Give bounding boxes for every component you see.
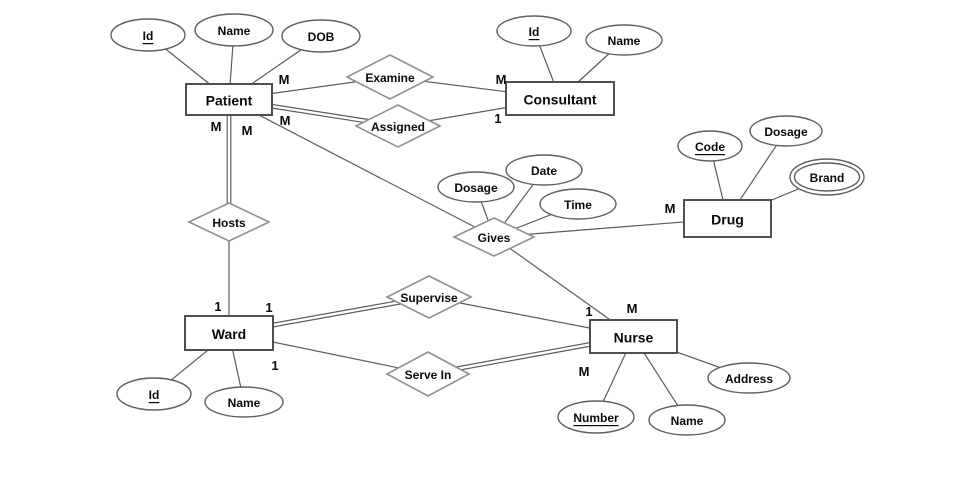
attribute-patient_name [194, 13, 274, 47]
cardinality-label-gives-nurse: M [627, 301, 638, 316]
attribute-label-ward_name: Name [228, 396, 261, 410]
attribute-gives_time [539, 188, 617, 220]
entity-label-nurse: Nurse [614, 330, 654, 346]
attribute-label-gives_dosage: Dosage [454, 181, 498, 195]
entity-patient [185, 83, 273, 116]
attribute-nurse_number [557, 400, 635, 434]
attribute-label-drug_brand: Brand [810, 171, 845, 185]
cardinality-label-ward-servein: 1 [271, 358, 278, 373]
attribute-label-patient_name: Name [218, 24, 251, 38]
cardinality-label-ward-supervise: 1 [265, 300, 272, 315]
attribute-label-consultant_name: Name [608, 34, 641, 48]
relationship-assigned [354, 104, 442, 148]
attribute-consultant_id [496, 15, 572, 47]
relationship-label-supervise: Supervise [400, 291, 458, 305]
attribute-label-drug_dosage: Dosage [764, 125, 808, 139]
attribute-patient_dob [281, 19, 361, 53]
cardinality-label-hosts-ward: 1 [214, 299, 221, 314]
relationship-examine [345, 54, 435, 100]
shapes-layer [110, 13, 865, 436]
entity-label-consultant: Consultant [523, 92, 596, 108]
attribute-label-ward_id: Id [149, 388, 160, 402]
relationship-label-gives: Gives [478, 231, 511, 245]
attribute-label-nurse_number: Number [573, 411, 619, 425]
attribute-consultant_name [585, 24, 663, 56]
relationship-gives [452, 217, 536, 257]
relationship-hosts [187, 202, 271, 242]
cardinality-label-patient-assigned: M [280, 113, 291, 128]
attribute-label-gives_date: Date [531, 164, 557, 178]
relationship-label-examine: Examine [365, 71, 415, 85]
attribute-drug_brand [789, 158, 865, 196]
relationship-label-assigned: Assigned [371, 120, 425, 134]
attribute-nurse_name [648, 404, 726, 436]
cardinality-label-examine-consultant: M [496, 72, 507, 87]
cardinality-label-patient-gives: M [242, 123, 253, 138]
attribute-label-nurse_name: Name [671, 414, 704, 428]
attribute-label-gives_time: Time [564, 198, 592, 212]
cardinality-label-patient-hosts: M [211, 119, 222, 134]
relationship-servein [385, 351, 471, 397]
attribute-label-nurse_address: Address [725, 372, 773, 386]
attribute-label-patient_dob: DOB [308, 30, 335, 44]
cardinality-label-gives-drug: M [665, 201, 676, 216]
relationship-label-hosts: Hosts [212, 216, 246, 230]
entity-drug [683, 199, 772, 238]
entity-label-patient: Patient [206, 93, 253, 109]
connector-patient-gives [228, 98, 495, 238]
attribute-label-drug_code: Code [695, 140, 725, 154]
relationship-label-servein: Serve In [405, 368, 452, 382]
attribute-drug_brand-inner-ring [793, 162, 861, 192]
attribute-nurse_address [707, 362, 791, 394]
attribute-gives_dosage [437, 171, 515, 203]
attribute-drug_code [677, 130, 743, 162]
entity-nurse [589, 319, 678, 354]
cardinality-label-patient-examine: M [279, 72, 290, 87]
cardinality-label-servein-nurse: M [579, 364, 590, 379]
entity-consultant [505, 81, 615, 116]
entity-label-ward: Ward [212, 326, 246, 342]
relationship-supervise [385, 275, 473, 319]
cardinality-label-supervise-nurse: 1 [585, 304, 592, 319]
entity-label-drug: Drug [711, 212, 744, 228]
attribute-ward_id [116, 377, 192, 411]
attribute-ward_name [204, 386, 284, 418]
entity-ward [184, 315, 274, 351]
attribute-drug_dosage [749, 115, 823, 147]
attribute-label-consultant_id: Id [529, 25, 540, 39]
attribute-label-patient_id: Id [143, 29, 154, 43]
cardinality-label-assigned-consultant: 1 [494, 111, 501, 126]
attribute-gives_date [505, 154, 583, 186]
attribute-patient_id [110, 18, 186, 52]
